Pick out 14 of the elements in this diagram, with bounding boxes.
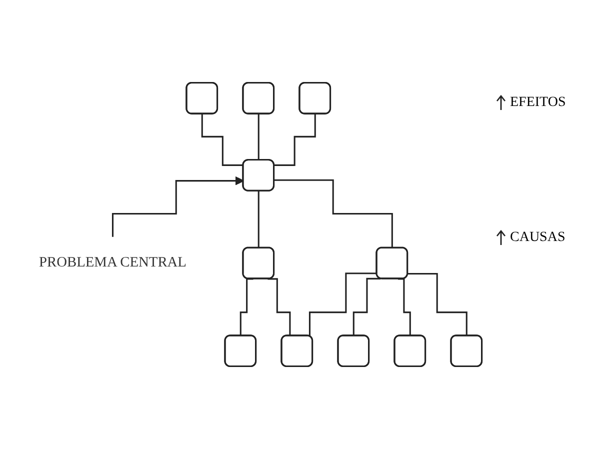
connector [274,113,316,166]
node-text: PROBLEMA CENTRAL [39,255,186,271]
connector [201,113,244,166]
connector [240,278,254,337]
connector [398,278,412,337]
connector [258,113,260,162]
connector [258,190,260,249]
connector [268,278,294,337]
section-label: CAUSAS [510,230,566,246]
connector [274,179,394,249]
connector [408,272,468,337]
section-label: EFEITOS [510,95,566,111]
arrow [112,176,244,238]
connector [352,278,381,337]
